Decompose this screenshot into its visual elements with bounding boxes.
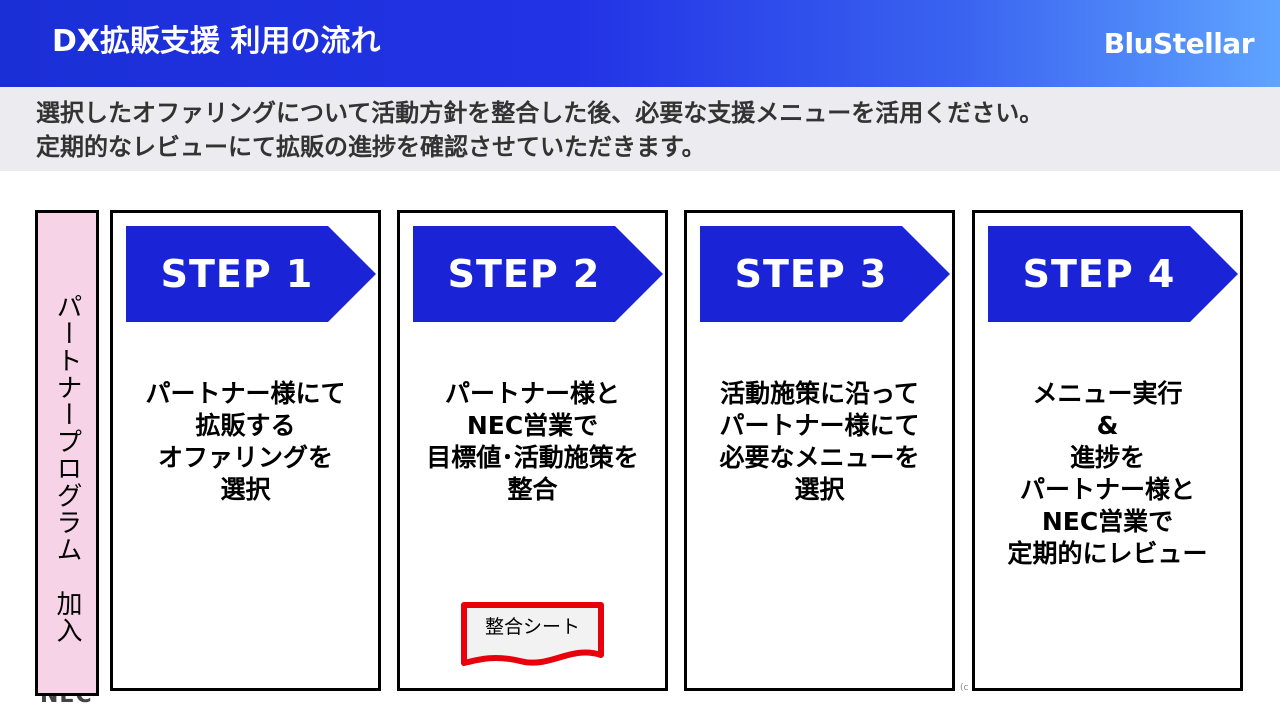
step-3-description: 活動施策に沿って パートナー様にて 必要なメニューを 選択: [719, 379, 920, 504]
page-title: DX拡販支援 利用の流れ: [52, 24, 381, 59]
step-1-description: パートナー様にて 拡販する オファリングを 選択: [145, 379, 346, 504]
chevron-arrow-icon: [126, 226, 376, 322]
chevron-arrow-icon: [988, 226, 1238, 322]
partner-program-panel: パートナープログラム 加入: [35, 210, 99, 696]
intro-text-line-1: 選択したオファリングについて活動方針を整合した後、必要な支援メニューを活用くださ…: [36, 99, 1044, 127]
header-banner: DX拡販支援 利用の流れ BluStellar: [0, 0, 1280, 87]
partner-program-label: パートナープログラム 加入: [52, 293, 82, 644]
alignment-sheet-document[interactable]: 整合シート: [460, 601, 605, 667]
step-3-card: STEP 3 活動施策に沿って パートナー様にて 必要なメニューを 選択: [684, 210, 955, 691]
document-icon: [461, 602, 604, 666]
step-2-description: パートナー様と NEC営業で 目標値･活動施策を 整合: [426, 379, 639, 504]
step-1-card: STEP 1 パートナー様にて 拡販する オファリングを 選択: [110, 210, 381, 691]
copyright-fragment: (c: [960, 683, 969, 693]
step-3-label: STEP 3: [734, 252, 888, 296]
step-2-card: STEP 2 パートナー様と NEC営業で 目標値･活動施策を 整合 整合シート: [397, 210, 668, 691]
step-1-label: STEP 1: [160, 252, 314, 296]
step-3-chevron: STEP 3: [700, 226, 950, 322]
intro-band: 選択したオファリングについて活動方針を整合した後、必要な支援メニューを活用くださ…: [0, 87, 1280, 171]
chevron-arrow-icon: [413, 226, 663, 322]
step-4-chevron: STEP 4: [988, 226, 1238, 322]
step-4-card: STEP 4 メニュー実行 & 進捗を パートナー様と NEC営業で 定期的にレ…: [972, 210, 1243, 691]
intro-text-line-2: 定期的なレビューにて拡販の進捗を確認させていただきます。: [36, 133, 706, 161]
step-4-label: STEP 4: [1022, 252, 1176, 296]
chevron-arrow-icon: [700, 226, 950, 322]
step-2-chevron: STEP 2: [413, 226, 663, 322]
step-4-description: メニュー実行 & 進捗を パートナー様と NEC営業で 定期的にレビュー: [1007, 379, 1208, 568]
step-1-chevron: STEP 1: [126, 226, 376, 322]
alignment-sheet-label: 整合シート: [484, 616, 580, 638]
step-2-label: STEP 2: [447, 252, 601, 296]
brand-logo: BluStellar: [1103, 27, 1255, 60]
